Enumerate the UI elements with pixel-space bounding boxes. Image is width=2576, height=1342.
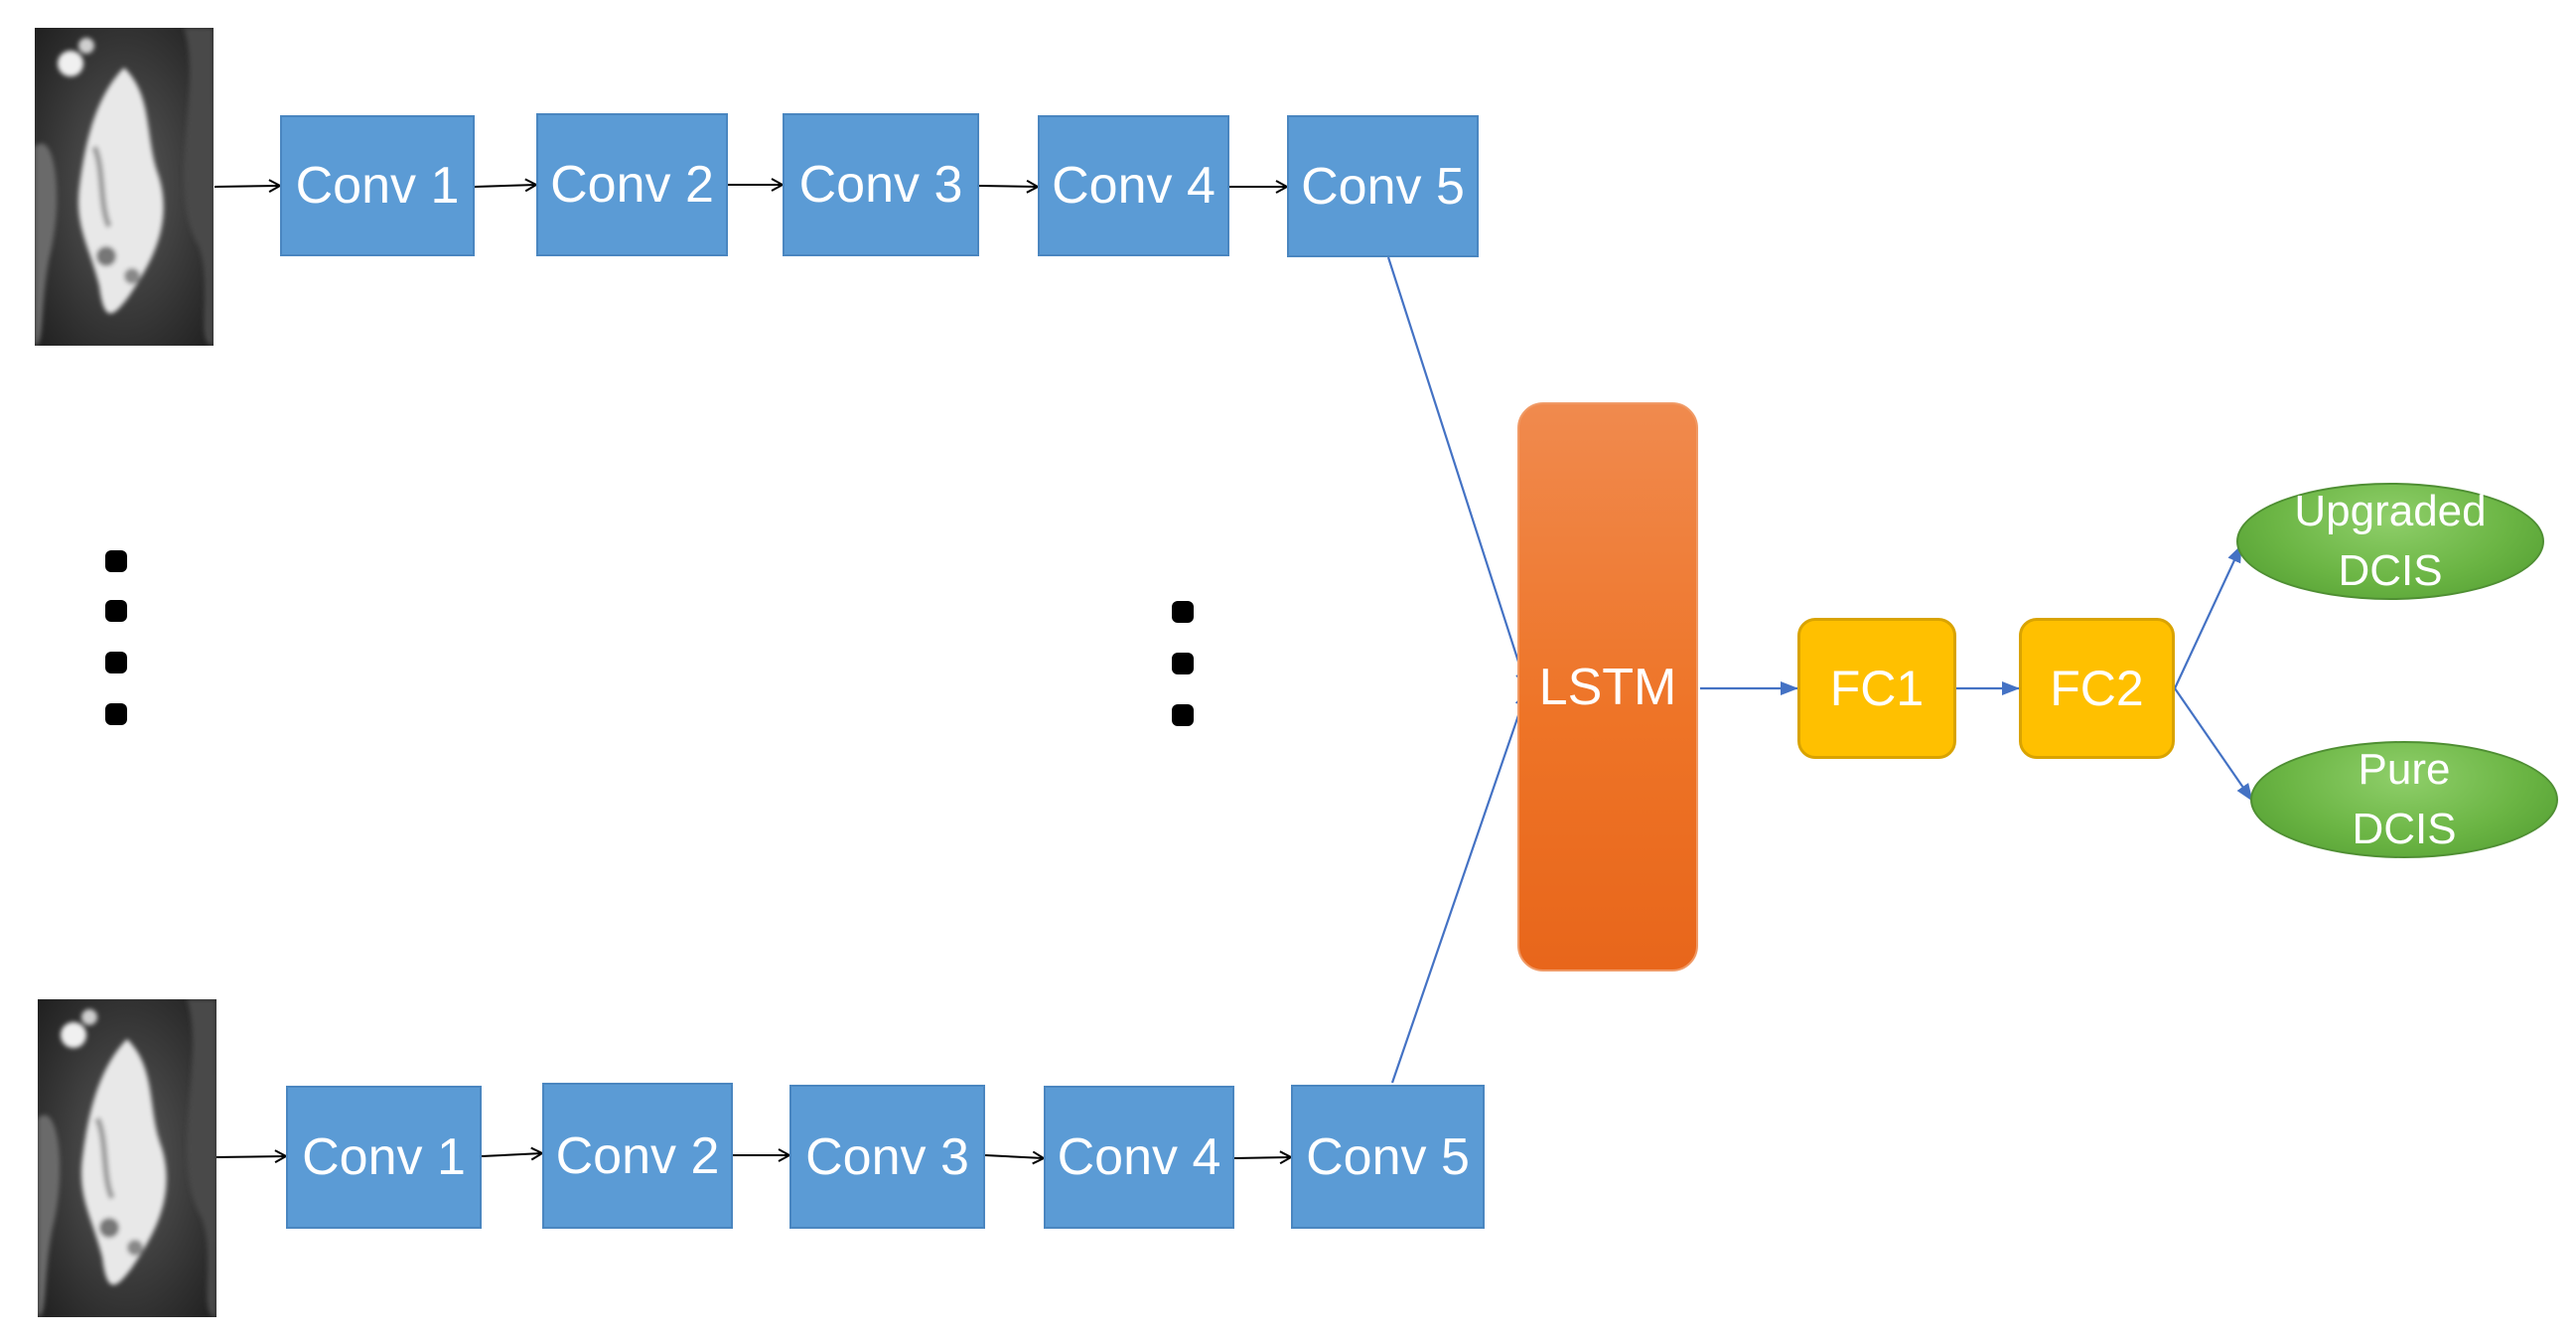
lstm-block: LSTM xyxy=(1517,402,1698,971)
output-upgraded-line1: Upgraded xyxy=(2294,487,2487,535)
arrow-fc2-upgraded xyxy=(2174,544,2242,689)
conv5-bottom-block: Conv 5 xyxy=(1291,1085,1485,1229)
output-pure-dcis: Pure DCIS xyxy=(2250,741,2558,858)
conv5-top-block: Conv 5 xyxy=(1287,115,1479,257)
conv3-top-block: Conv 3 xyxy=(783,113,979,256)
arrow-top-conv3-conv4 xyxy=(978,186,1038,187)
output-pure-line1: Pure xyxy=(2358,745,2451,794)
arrow-conv5-top-lstm xyxy=(1386,256,1529,690)
conv1-top-block: Conv 1 xyxy=(280,115,475,256)
output-upgraded-line2: DCIS xyxy=(2338,546,2443,595)
arrow-top-conv1-conv2 xyxy=(474,185,536,187)
arrow-conv5-bottom-lstm xyxy=(1390,688,1529,1084)
arrow-top-image-conv1 xyxy=(214,186,280,187)
conv4-bottom-block: Conv 4 xyxy=(1044,1086,1234,1229)
arrow-bottom-conv3-conv4 xyxy=(984,1155,1044,1158)
conv2-top-block: Conv 2 xyxy=(536,113,728,256)
arrow-fc2-pure xyxy=(2174,687,2253,802)
output-pure-line2: DCIS xyxy=(2352,805,2457,853)
conv4-top-block: Conv 4 xyxy=(1038,115,1229,256)
conv1-bottom-block: Conv 1 xyxy=(286,1086,482,1229)
conv3-bottom-block: Conv 3 xyxy=(789,1085,985,1229)
arrow-bottom-conv4-conv5 xyxy=(1233,1157,1291,1158)
mri-image-top xyxy=(35,28,214,346)
fc1-block: FC1 xyxy=(1797,618,1956,759)
output-upgraded-dcis: Upgraded DCIS xyxy=(2236,483,2544,600)
mri-image-bottom xyxy=(38,999,216,1317)
fc2-block: FC2 xyxy=(2019,618,2175,759)
conv2-bottom-block: Conv 2 xyxy=(542,1083,733,1229)
arrow-bottom-conv1-conv2 xyxy=(481,1153,542,1156)
arrow-bottom-image-conv1 xyxy=(214,1156,286,1157)
